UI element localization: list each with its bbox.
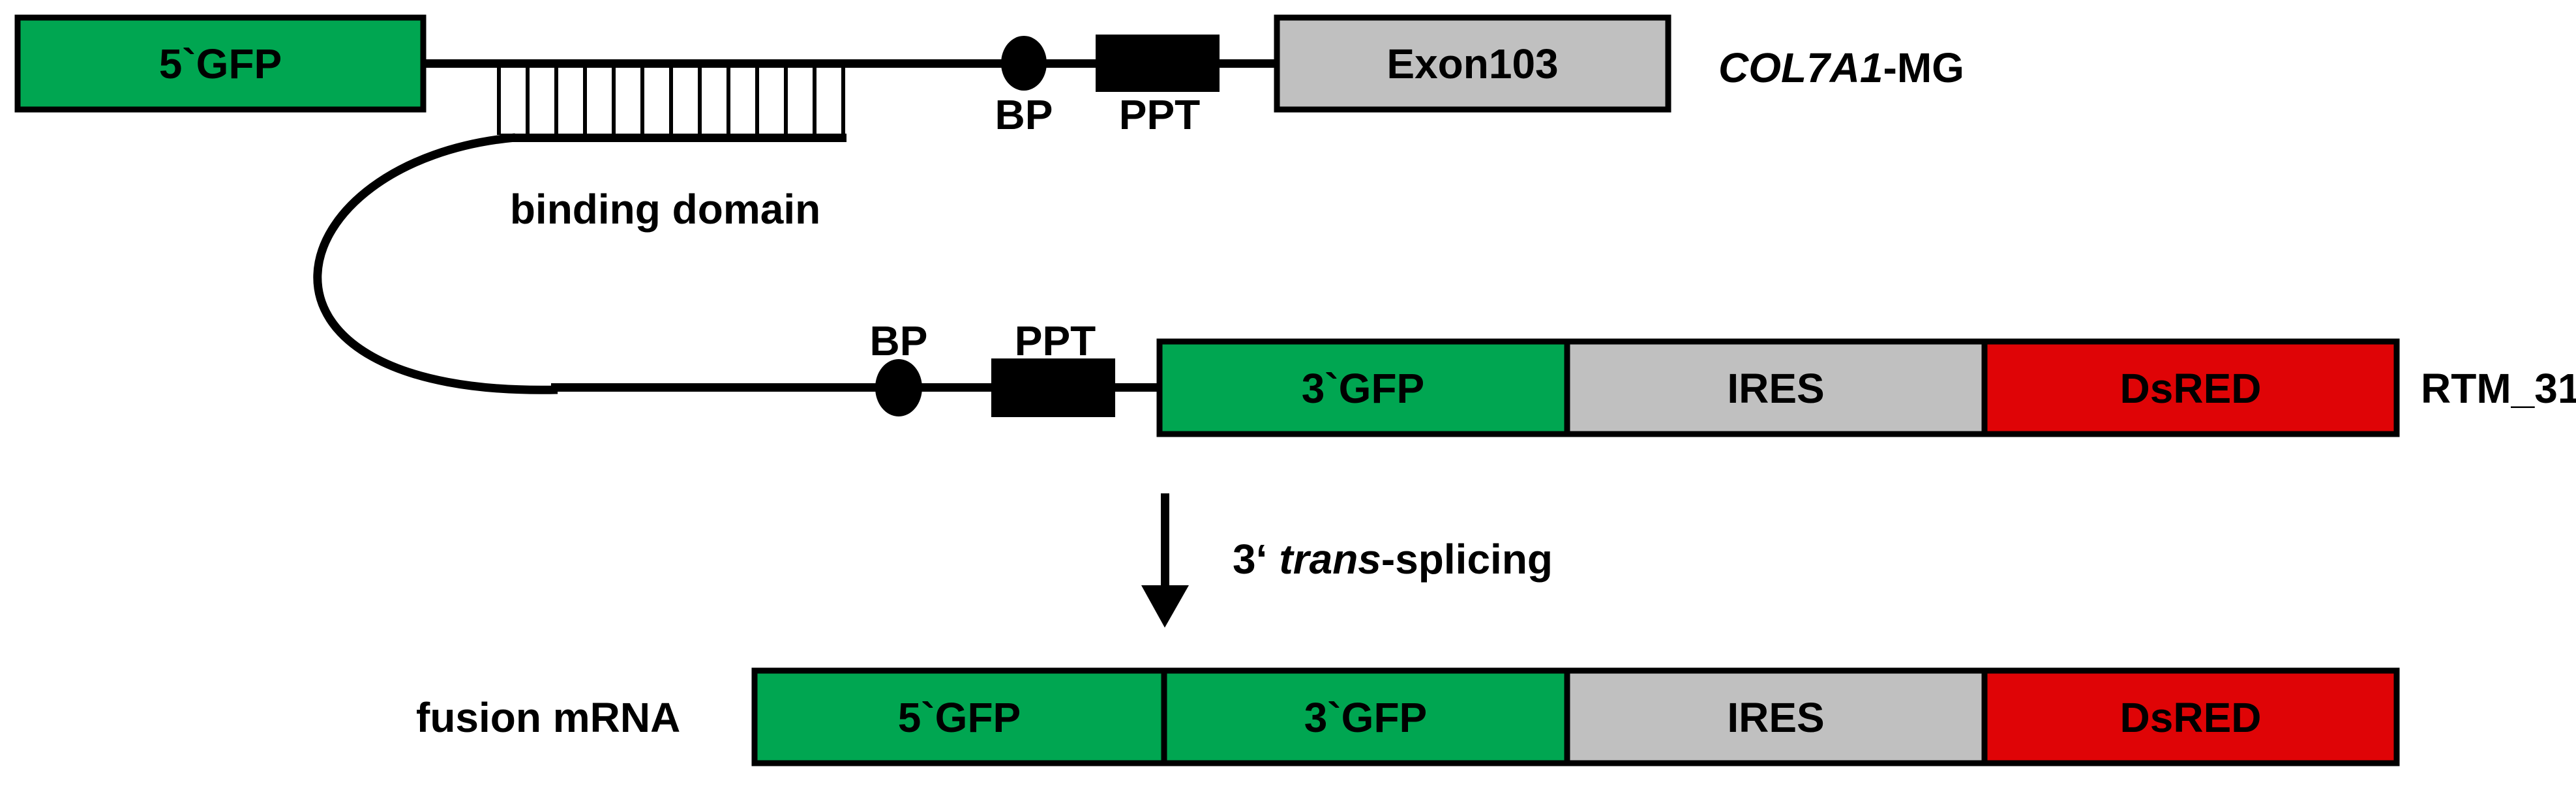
fusion-three-gfp-label: 3`GFP <box>1304 694 1427 741</box>
ppt-label-row2: PPT <box>1015 317 1096 364</box>
splicing-label-prefix: 3‘ <box>1233 536 1267 583</box>
rtm-loop-curve <box>313 133 558 394</box>
fusion-dsred-box <box>1981 667 2400 766</box>
fusion-mrna-caption: fusion mRNA <box>416 694 680 741</box>
exon103-box <box>1274 14 1671 113</box>
three-gfp-exon-box <box>1156 338 1570 437</box>
five-gfp-exon-label: 5`GFP <box>159 40 282 87</box>
rtm-name-label: RTM_31 <box>2421 365 2576 412</box>
splicing-arrow-head <box>1141 585 1189 628</box>
ires-box <box>1564 338 1988 437</box>
fusion-ires-box <box>1564 667 1988 766</box>
fusion-dsred-label: DsRED <box>2120 694 2262 741</box>
branch-point-label-row2: BP <box>870 317 928 364</box>
ppt-box-row2 <box>991 358 1115 417</box>
dsred-box <box>1981 338 2400 437</box>
binding-domain-label: binding domain <box>510 186 820 233</box>
pre-mrna-intron-line <box>421 59 1277 68</box>
branch-point-dot-row2 <box>875 359 922 416</box>
binding-domain-hatch-ticks <box>497 68 845 135</box>
fusion-five-gfp-label: 5`GFP <box>898 694 1021 741</box>
splicing-label: 3‘ trans-splicing <box>1233 536 1553 583</box>
gene-name-italic: COL7A1 <box>1718 44 1883 91</box>
ires-label: IRES <box>1727 365 1824 412</box>
five-gfp-exon-box <box>14 14 427 113</box>
ppt-box-row1 <box>1096 35 1220 92</box>
splicing-label-suffix: -splicing <box>1381 536 1553 583</box>
pre-mrna-name-label: COL7A1-MG <box>1718 44 1964 91</box>
ppt-label-row1: PPT <box>1119 91 1200 138</box>
dsred-label: DsRED <box>2120 365 2262 412</box>
branch-point-label-row1: BP <box>995 91 1053 138</box>
exon103-label: Exon103 <box>1386 40 1558 87</box>
fusion-ires-label: IRES <box>1727 694 1824 741</box>
branch-point-dot-row1 <box>1001 36 1047 91</box>
splicing-label-italic: trans <box>1279 536 1381 583</box>
splicing-arrow-shaft <box>1161 493 1169 590</box>
three-gfp-exon-label: 3`GFP <box>1302 365 1424 412</box>
gene-name-suffix: -MG <box>1883 44 1964 91</box>
rtm-binding-domain-bar <box>501 134 846 142</box>
